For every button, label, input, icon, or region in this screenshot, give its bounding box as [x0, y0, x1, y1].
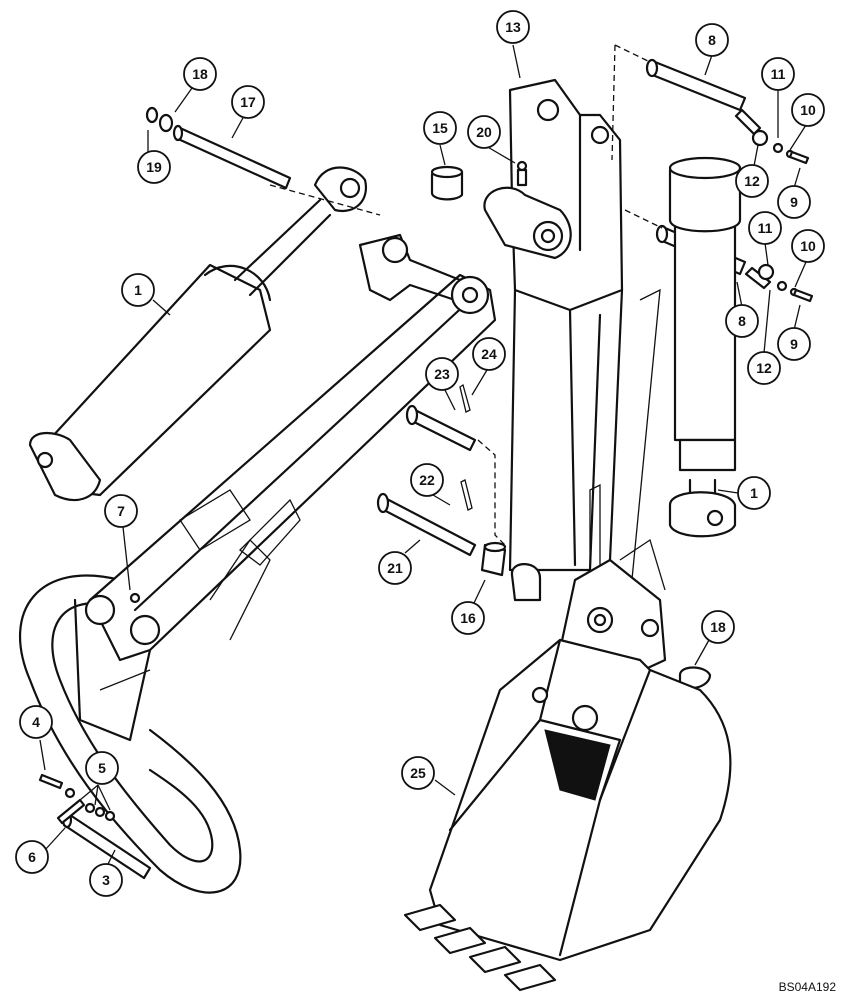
- pin-17: [145, 106, 292, 190]
- callout-10-mid: 10: [791, 229, 825, 263]
- svg-text:1: 1: [134, 282, 142, 298]
- svg-text:25: 25: [410, 765, 426, 781]
- svg-text:10: 10: [800, 102, 816, 118]
- svg-text:3: 3: [102, 872, 110, 888]
- callout-11-top: 11: [761, 57, 795, 91]
- svg-text:4: 4: [32, 714, 40, 730]
- svg-text:5: 5: [98, 760, 106, 776]
- callout-1-right: 1: [737, 476, 771, 510]
- svg-text:17: 17: [240, 94, 256, 110]
- svg-text:24: 24: [481, 346, 497, 362]
- callout-25: 25: [401, 756, 435, 790]
- dipper-arm: [73, 233, 497, 742]
- leader-lines: [39, 44, 807, 865]
- svg-text:18: 18: [192, 66, 208, 82]
- svg-text:12: 12: [756, 360, 772, 376]
- callout-18-top: 18: [183, 57, 217, 91]
- cylinder-right: [668, 156, 742, 538]
- svg-text:9: 9: [790, 336, 798, 352]
- bushing-15: [430, 160, 528, 201]
- pin-3-hardware: [38, 592, 152, 880]
- callout-17: 17: [231, 85, 265, 119]
- hose-loop: [19, 574, 242, 894]
- svg-text:10: 10: [800, 238, 816, 254]
- pin-8-upper: [611, 44, 810, 165]
- svg-text:8: 8: [708, 32, 716, 48]
- callout-4: 4: [19, 705, 53, 739]
- callout-12-mid: 12: [747, 351, 781, 385]
- callout-9-mid: 9: [777, 327, 811, 361]
- svg-text:15: 15: [432, 120, 448, 136]
- svg-text:7: 7: [117, 503, 125, 519]
- callout-23: 23: [425, 357, 459, 391]
- bucket: [403, 638, 732, 992]
- callout-5: 5: [85, 751, 119, 785]
- svg-text:11: 11: [758, 220, 773, 236]
- cylinder-left: [28, 166, 381, 502]
- callout-6: 6: [15, 840, 49, 874]
- callout-21: 21: [378, 551, 412, 585]
- svg-text:6: 6: [28, 849, 36, 865]
- callout-13: 13: [496, 10, 530, 44]
- svg-text:19: 19: [146, 159, 162, 175]
- callout-3: 3: [89, 863, 123, 897]
- callout-24: 24: [472, 337, 506, 371]
- boom-arm: [483, 78, 661, 602]
- callout-10-top: 10: [791, 93, 825, 127]
- callout-20: 20: [467, 115, 501, 149]
- pin-23: [405, 383, 477, 452]
- callout-16: 16: [451, 601, 485, 635]
- svg-text:11: 11: [771, 66, 786, 82]
- svg-text:13: 13: [505, 19, 521, 35]
- svg-text:22: 22: [419, 472, 435, 488]
- callout-22: 22: [410, 463, 444, 497]
- callout-8-top: 8: [695, 23, 729, 57]
- svg-text:20: 20: [476, 124, 492, 140]
- callout-8-mid: 8: [725, 304, 759, 338]
- callout-15: 15: [423, 111, 457, 145]
- svg-text:23: 23: [434, 366, 450, 382]
- callout-18-right: 18: [701, 610, 735, 644]
- svg-text:21: 21: [387, 560, 403, 576]
- bushing-16: [480, 541, 542, 602]
- callout-12-top: 12: [735, 164, 769, 198]
- svg-text:18: 18: [710, 619, 726, 635]
- svg-text:16: 16: [460, 610, 476, 626]
- callout-19: 19: [137, 150, 171, 184]
- svg-text:1: 1: [750, 485, 758, 501]
- callout-7: 7: [104, 494, 138, 528]
- pin-21: [376, 439, 506, 557]
- svg-text:9: 9: [790, 194, 798, 210]
- callout-1-left: 1: [121, 273, 155, 307]
- callout-9-top: 9: [777, 185, 811, 219]
- svg-text:12: 12: [744, 173, 760, 189]
- callout-11-mid: 11: [748, 211, 782, 245]
- drawing-code-label: BS04A192: [778, 980, 836, 994]
- svg-text:8: 8: [738, 313, 746, 329]
